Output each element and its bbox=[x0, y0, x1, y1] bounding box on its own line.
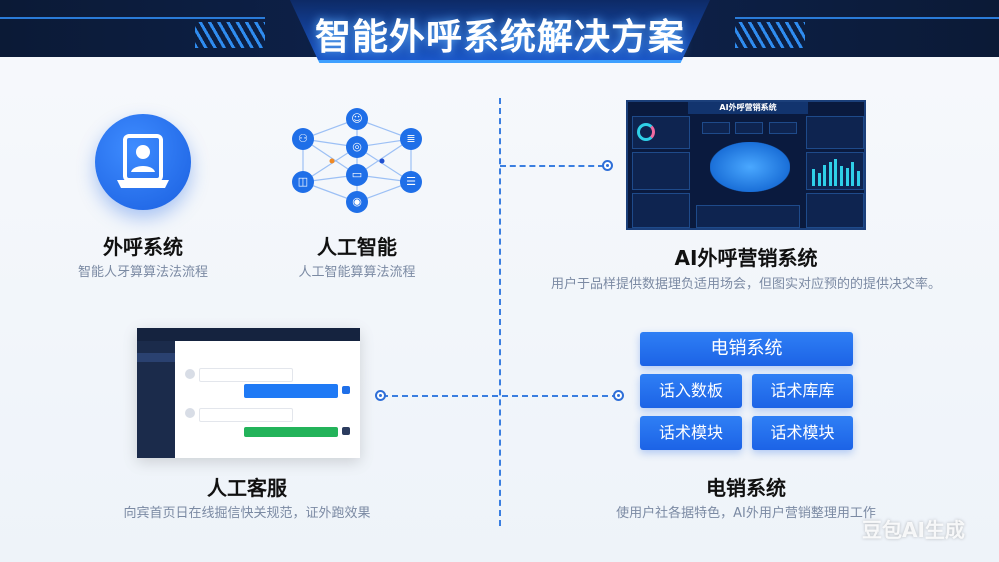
connector-dot bbox=[613, 390, 624, 401]
module-button[interactable]: 话术库库 bbox=[752, 374, 853, 408]
bar bbox=[845, 167, 849, 186]
section-subtitle: 智能人牙算算法法流程 bbox=[77, 265, 208, 280]
bar bbox=[823, 165, 827, 186]
network-graph-icon: ☺ ⚇ ≣ ◎ ▭ ◫ ☰ ◉ bbox=[280, 100, 435, 220]
bar bbox=[828, 162, 832, 186]
bar bbox=[812, 169, 815, 186]
section-title: 人工客服 bbox=[207, 476, 287, 500]
chat-node-icon: ◉ bbox=[346, 191, 368, 213]
section-title: 人工智能 bbox=[317, 235, 397, 259]
title-plate bbox=[290, 0, 710, 63]
module-button[interactable]: 话术模块 bbox=[752, 416, 853, 450]
bar bbox=[834, 159, 838, 186]
screen-node-icon: ▭ bbox=[346, 164, 368, 186]
connector-dot bbox=[375, 390, 386, 401]
ai-node-icon: ◎ bbox=[346, 136, 368, 158]
bar bbox=[856, 170, 860, 186]
module-button[interactable]: 话术模块 bbox=[640, 416, 742, 450]
cube-node-icon: ◫ bbox=[292, 171, 314, 193]
section-subtitle: 人工智能算算法流程 bbox=[298, 265, 416, 280]
bar bbox=[851, 162, 855, 186]
stripe-decoration-right bbox=[735, 22, 805, 48]
section-subtitle: 向宾首页日在线掘信快关规范，证外跑效果 bbox=[123, 506, 371, 521]
page-title: 智能外呼系统解决方案 bbox=[314, 17, 685, 58]
list-node-icon: ☰ bbox=[400, 171, 422, 193]
header-line-right bbox=[735, 17, 999, 19]
section-title: 外呼系统 bbox=[103, 235, 183, 259]
header-line-left bbox=[0, 17, 265, 19]
bar-chart-panel bbox=[806, 152, 864, 190]
connector-bottom bbox=[382, 395, 618, 397]
chat-screenshot bbox=[137, 328, 360, 458]
divider-vertical bbox=[499, 98, 501, 526]
document-node-icon: ≣ bbox=[400, 128, 422, 150]
dashboard-title: AI外呼营销系统 bbox=[688, 102, 808, 114]
connector-top bbox=[500, 165, 604, 167]
tablet-user-icon bbox=[95, 114, 191, 210]
group-node-icon: ⚇ bbox=[292, 128, 314, 150]
telesales-main-button[interactable]: 电销系统 bbox=[640, 332, 853, 366]
watermark: 豆包AI生成 bbox=[862, 518, 965, 542]
stripe-decoration-left bbox=[195, 22, 265, 48]
dashboard-screenshot: AI外呼营销系统 bbox=[626, 100, 866, 230]
user-node-icon: ☺ bbox=[346, 108, 368, 130]
bar bbox=[840, 166, 843, 186]
section-subtitle: 用户于品样提供数据理负适用场会，但图实对应预的的提供决交率。 bbox=[550, 277, 941, 292]
section-title: AI外呼营销系统 bbox=[674, 246, 818, 270]
bar bbox=[817, 173, 821, 186]
module-button[interactable]: 话入数板 bbox=[640, 374, 742, 408]
map-graphic bbox=[710, 142, 790, 192]
section-subtitle: 使用户社各据特色，AI外用户营销整理用工作 bbox=[616, 506, 876, 521]
connector-dot bbox=[602, 160, 613, 171]
section-title: 电销系统 bbox=[706, 476, 786, 500]
